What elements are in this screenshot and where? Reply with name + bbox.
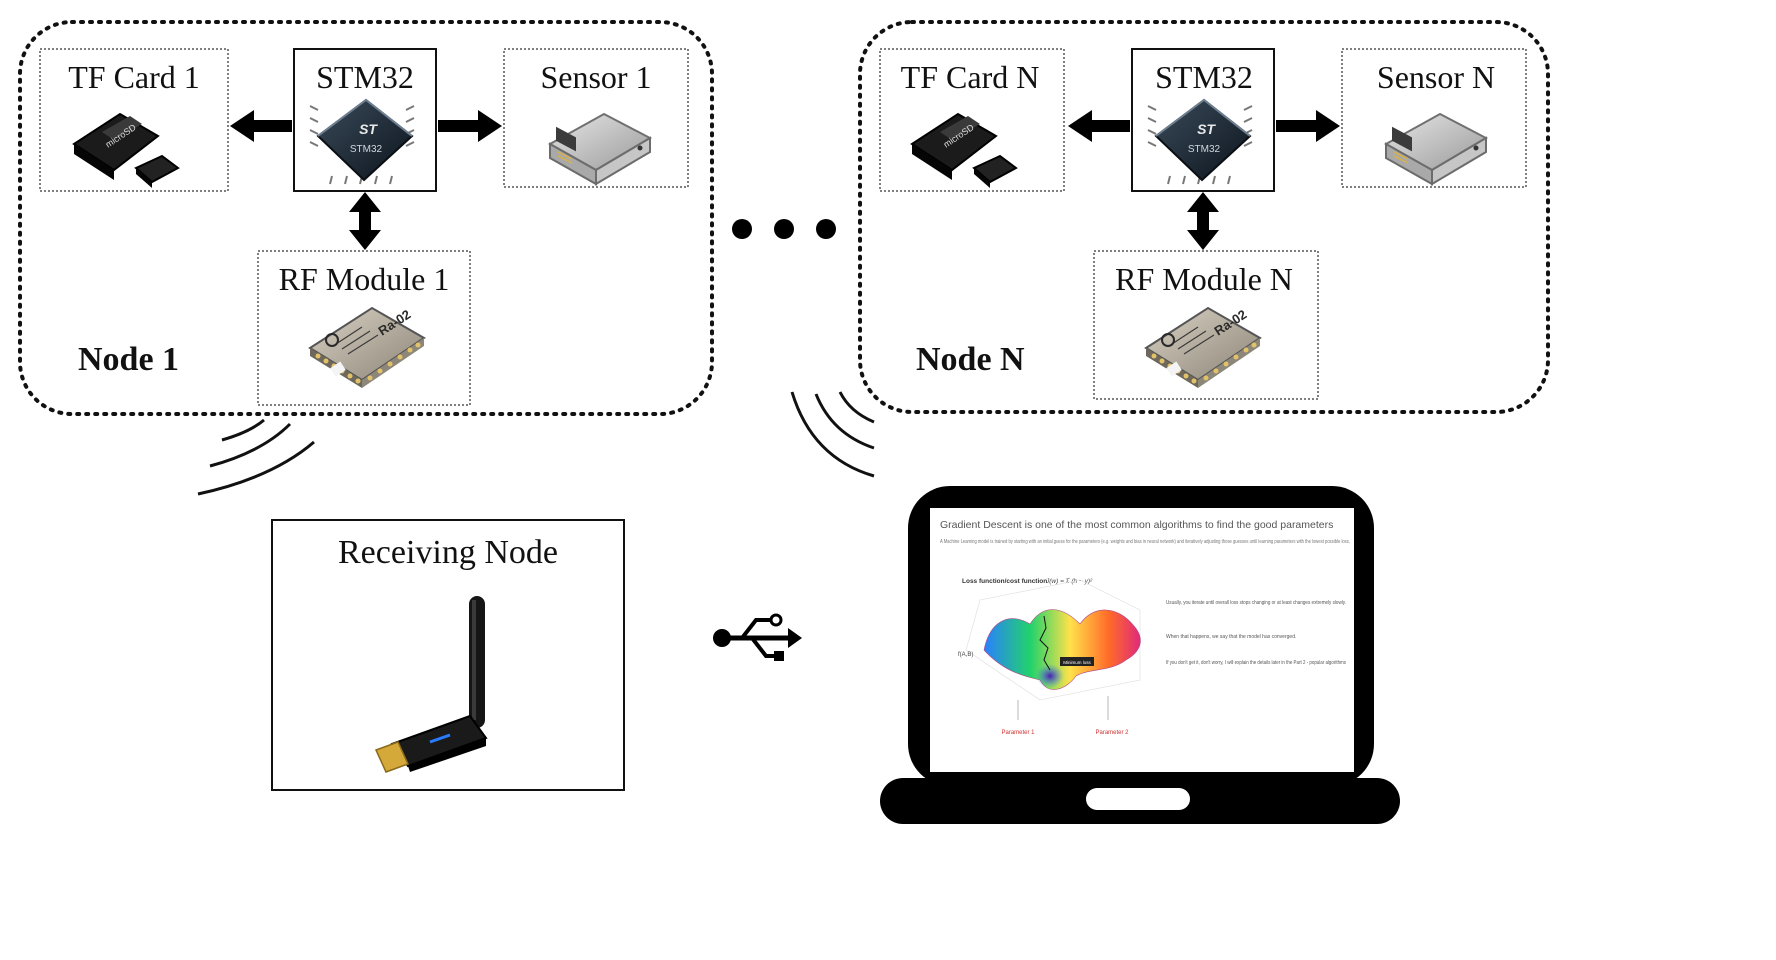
laptop-trackpad	[1086, 788, 1190, 810]
rf-module-n-box	[1093, 250, 1319, 400]
rf-module-n-label: RF Module N	[1115, 261, 1293, 297]
tf-card-n-label: TF Card N	[901, 59, 1040, 95]
receiving-node-box	[271, 519, 625, 791]
wireless-waves-icon	[197, 418, 315, 496]
tf-card-icon	[73, 113, 179, 189]
stm32-n-label: STM32	[1155, 59, 1253, 95]
rf-module-icon	[309, 305, 425, 389]
usb-icon	[713, 613, 802, 661]
arrow-stm32-rf-module-1	[349, 192, 381, 250]
sensor-icon	[549, 113, 651, 185]
screen-heading: Gradient Descent is one of the most comm…	[940, 519, 1333, 531]
stm32-n-box	[1131, 48, 1275, 192]
arrow-stm32-rf-module-n	[1187, 192, 1219, 250]
rf-module-icon	[1145, 305, 1261, 389]
tf-card-icon	[911, 113, 1017, 189]
receiving-node-group: Receiving Node	[271, 519, 625, 791]
more-nodes-ellipsis	[732, 219, 836, 239]
usb-dongle-icon	[374, 596, 488, 773]
tf-card-n-box	[879, 48, 1065, 192]
node-1-boundary	[18, 20, 714, 416]
arrow-stm32-to-sensor-1	[438, 110, 502, 142]
node-1-title: Node 1	[78, 341, 179, 378]
node-1-group: TF Card 1 STM32 Sensor 1 RF Module 1 Nod…	[18, 20, 714, 416]
loss-surface: Minimum loss f(A,B) Parameter 1 Paramete…	[958, 579, 1141, 736]
sensor-n-label: Sensor N	[1377, 59, 1495, 95]
tf-card-1-box	[39, 48, 229, 192]
chip-icon	[309, 99, 415, 185]
screen-y-axis: f(A,B)	[958, 652, 973, 658]
sensor-1-box	[503, 48, 689, 188]
sensor-n-box	[1341, 48, 1527, 188]
screen-intro: A Machine Learning model is trained by s…	[940, 539, 1350, 545]
screen-note-2: When that happens, we say that the model…	[1166, 634, 1296, 640]
screen-chart-label: Loss function/cost function	[962, 578, 1047, 585]
sensor-icon	[1385, 113, 1487, 185]
chip-icon	[1147, 99, 1253, 185]
arrow-stm32-to-tf-card-n	[1068, 110, 1130, 142]
arrow-stm32-to-sensor-n	[1276, 110, 1340, 142]
node-n-boundary	[858, 20, 1550, 414]
screen-formula: J(w) = Σ (h − y)²	[1045, 578, 1093, 585]
screen-param-2: Parameter 2	[1095, 730, 1129, 736]
screen-note-1: Usually, you iterate until overall loss …	[1166, 600, 1346, 606]
rf-module-1-label: RF Module 1	[279, 261, 450, 297]
screen-note-3: If you don't get it, don't worry, I will…	[1166, 660, 1346, 666]
laptop-icon: Gradient Descent is one of the most comm…	[880, 486, 1400, 824]
rf-module-1-box	[257, 250, 471, 406]
stm32-1-box	[293, 48, 437, 192]
stm32-1-label: STM32	[316, 59, 414, 95]
screen-param-1: Parameter 1	[1001, 730, 1035, 736]
node-n-group: TF Card N STM32 Sensor N RF Module N Nod…	[858, 20, 1550, 414]
tf-card-1-label: TF Card 1	[68, 59, 200, 95]
sensor-1-label: Sensor 1	[540, 59, 651, 95]
receiving-node-label: Receiving Node	[338, 534, 558, 571]
screen-tooltip: Minimum loss	[1063, 660, 1091, 665]
wireless-waves-icon	[790, 391, 875, 478]
arrow-stm32-to-tf-card-1	[230, 110, 292, 142]
screen-content: Gradient Descent is one of the most comm…	[940, 519, 1350, 736]
node-n-title: Node N	[916, 341, 1025, 378]
